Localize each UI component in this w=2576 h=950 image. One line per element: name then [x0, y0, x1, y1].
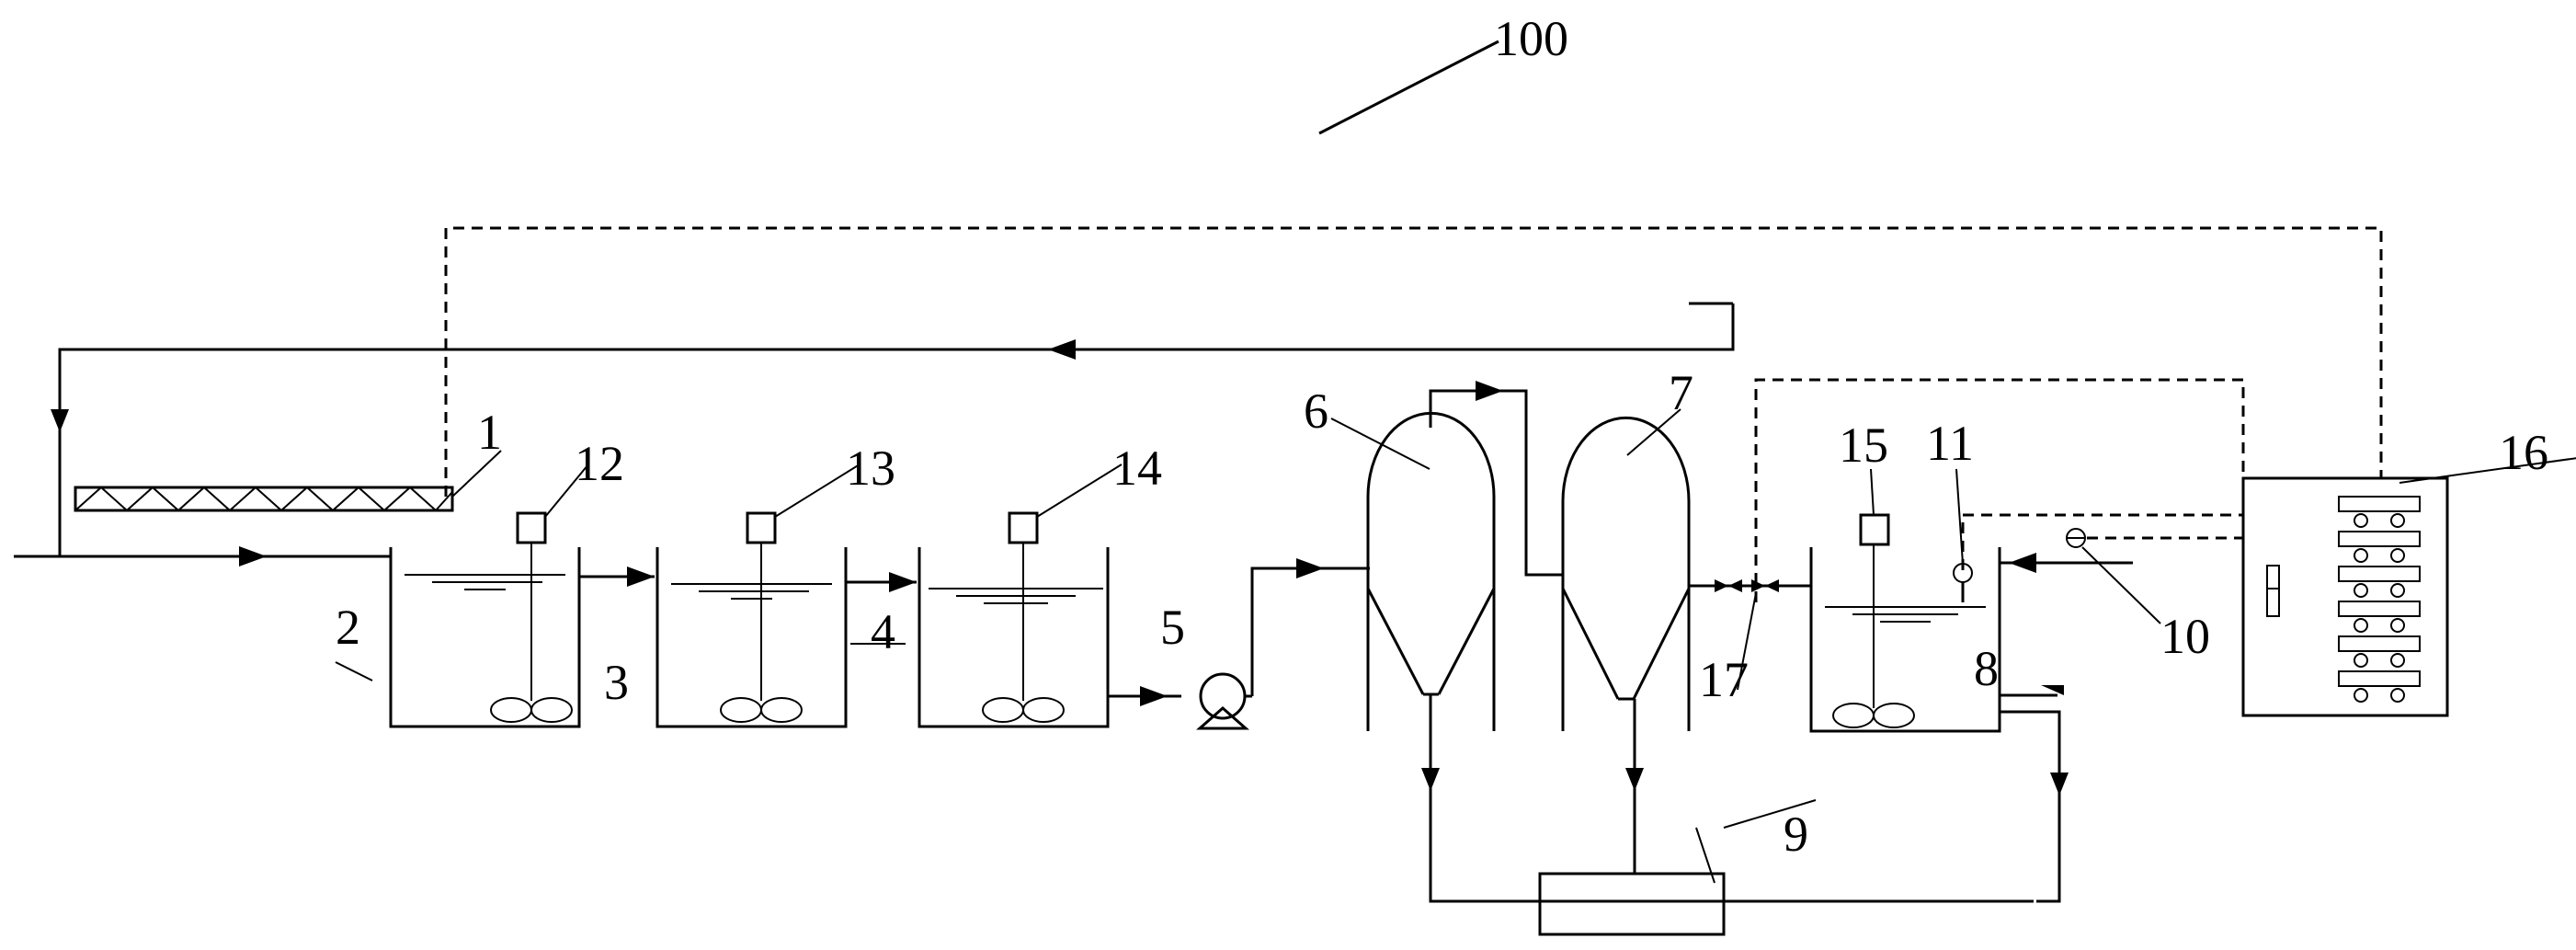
label-15: 15: [1839, 418, 1888, 473]
screw-conveyor: [74, 486, 454, 512]
label-16: 16: [2499, 425, 2548, 480]
label-3: 3: [604, 655, 629, 710]
tank-8: [1809, 513, 2133, 903]
number-labels: 1 2 3 4 5 6 7 8 9 10 11 12 13 14 15 16 1…: [336, 365, 2548, 862]
label-12: 12: [575, 436, 624, 491]
inflow-line: [14, 546, 391, 567]
recycle-line: [51, 303, 1735, 556]
label-8: 8: [1974, 641, 1999, 696]
label-2: 2: [336, 600, 360, 655]
control-cabinet: [2241, 476, 2449, 717]
tank-transfer-arrows: [579, 567, 1181, 706]
label-11: 11: [1926, 416, 1974, 471]
pump: [1196, 558, 1370, 730]
leader-lines: [335, 408, 2576, 884]
separator-7: [1561, 302, 1733, 874]
valve-line: [1689, 579, 1811, 592]
label-6: 6: [1304, 383, 1328, 439]
label-14: 14: [1112, 441, 1162, 496]
leader-100: [1318, 40, 1499, 135]
label-4: 4: [871, 604, 895, 659]
tank-4: [918, 511, 1110, 728]
box-9: [1538, 872, 1726, 936]
label-5: 5: [1160, 600, 1185, 655]
tank-3: [655, 511, 848, 728]
label-7: 7: [1669, 365, 1693, 420]
label-1: 1: [477, 405, 502, 460]
label-100: 100: [1494, 11, 1568, 66]
tank-2: [389, 511, 581, 728]
label-17: 17: [1699, 652, 1749, 707]
separator-6: [1366, 381, 2034, 903]
label-13: 13: [846, 441, 895, 496]
label-9: 9: [1784, 807, 1808, 862]
label-10: 10: [2160, 609, 2210, 664]
